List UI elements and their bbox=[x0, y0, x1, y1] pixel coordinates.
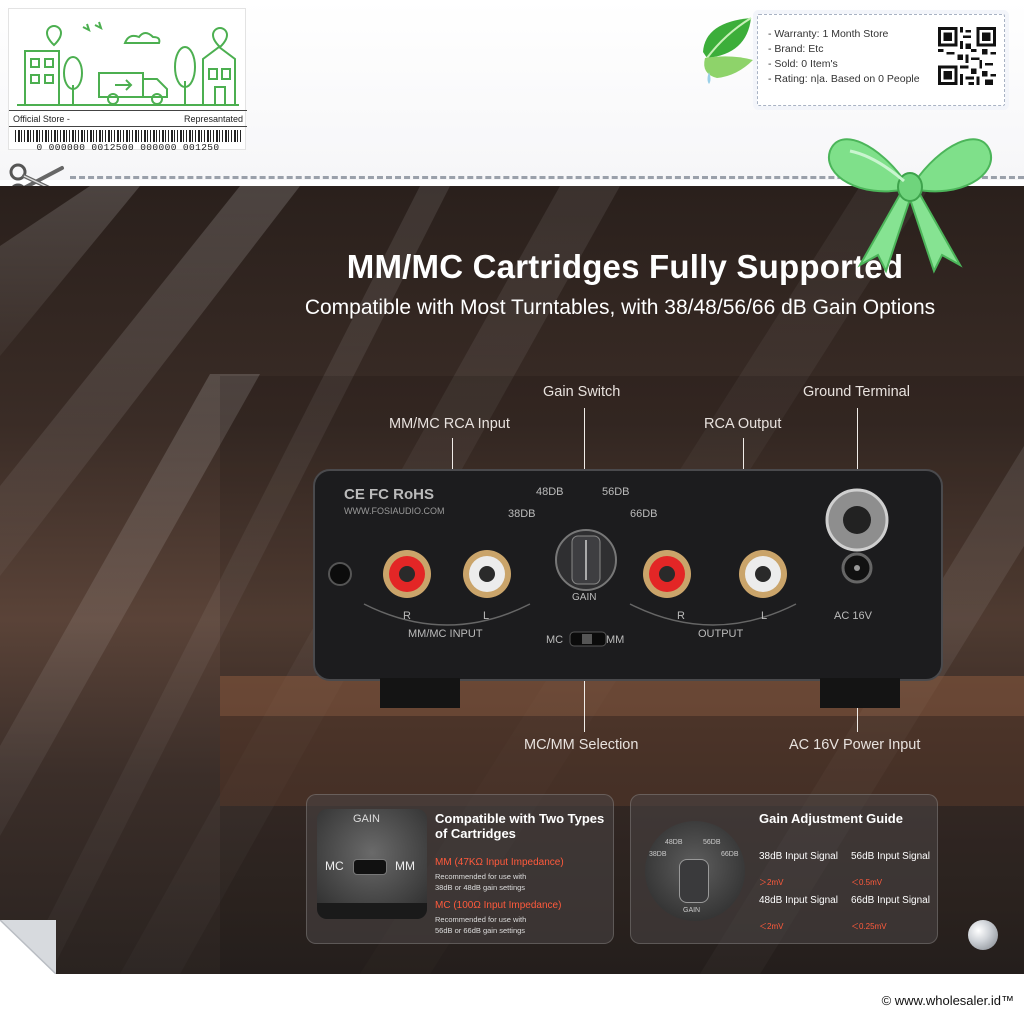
gain-56-signal-value: ＜0.5mV bbox=[851, 878, 883, 887]
mm-impedance-heading: MM (47KΩ Input Impedance) bbox=[435, 857, 564, 868]
gain-66-signal-value: ＜0.25mV bbox=[851, 922, 887, 931]
dial-66-label: 66DB bbox=[721, 851, 739, 858]
warranty-text: - Warranty: 1 Month Store bbox=[768, 28, 889, 40]
subheadline: Compatible with Most Turntables, with 38… bbox=[304, 296, 936, 319]
dial-48-label: 48DB bbox=[665, 839, 683, 846]
callout-mc-mm-selection: MC/MM Selection bbox=[524, 737, 639, 753]
leaf-droplet-icon bbox=[703, 17, 753, 84]
gain-dial-image: 48DB 56DB 38DB 66DB GAIN bbox=[645, 821, 745, 921]
feature-right-title: Gain Adjustment Guide bbox=[759, 811, 903, 826]
input-section-label: MM/MC INPUT bbox=[408, 628, 483, 640]
closeup-mc-label: MC bbox=[325, 859, 344, 873]
gain-66-signal-label: 66dB Input Signal bbox=[851, 895, 930, 906]
official-store-label: Official Store - bbox=[13, 113, 70, 124]
leader-line-selection bbox=[584, 646, 585, 732]
gain-dial-knob bbox=[679, 859, 709, 903]
closeup-base bbox=[317, 903, 427, 919]
gain-48-signal-label: 48dB Input Signal bbox=[759, 895, 838, 906]
brand-text: - Brand: Etc bbox=[768, 43, 824, 55]
device-website: WWW.FOSIAUDIO.COM bbox=[344, 506, 445, 516]
gain-56-signal-label: 56dB Input Signal bbox=[851, 851, 930, 862]
gain-knob-label: GAIN bbox=[572, 592, 597, 603]
feature-card-cartridges: GAIN MC MM Compatible with Two Types of … bbox=[306, 794, 614, 944]
green-ribbon-bow-icon bbox=[827, 138, 993, 274]
store-card: Official Store - Represantated 0 000000 … bbox=[8, 8, 247, 153]
cut-line-divider bbox=[70, 176, 1024, 179]
gain-38-signal-label: 38dB Input Signal bbox=[759, 851, 838, 862]
mc-note-line-1: Recommended for use with bbox=[435, 915, 527, 924]
leader-line-ground bbox=[857, 408, 858, 488]
leader-line-gain bbox=[584, 408, 585, 508]
barcode bbox=[15, 130, 241, 142]
dial-gain-label: GAIN bbox=[683, 907, 701, 914]
headline: MM/MC Cartridges Fully Supported bbox=[346, 248, 904, 285]
page-curl-icon bbox=[0, 920, 56, 974]
represented-label: Represantated bbox=[183, 113, 243, 124]
rating-text: - Rating: n|a. Based on 0 People bbox=[768, 73, 920, 85]
product-info-list: - Warranty: 1 Month Store - Brand: Etc -… bbox=[768, 27, 920, 87]
feature-left-title: Compatible with Two Types of Cartridges bbox=[435, 811, 605, 841]
certification-marks: CE FC RoHS bbox=[344, 486, 434, 503]
gain-48-label: 48DB bbox=[536, 486, 564, 498]
preamp-device-body bbox=[313, 469, 943, 708]
store-label-strip: Official Store - Represantated bbox=[9, 110, 247, 127]
dial-56-label: 56DB bbox=[703, 839, 721, 846]
product-info-card: - Warranty: 1 Month Store - Brand: Etc -… bbox=[757, 14, 1005, 106]
closeup-gain-label: GAIN bbox=[353, 813, 380, 825]
output-l-label: L bbox=[761, 610, 768, 622]
gain-66-label: 66DB bbox=[630, 508, 658, 520]
gain-38-label: 38DB bbox=[508, 508, 536, 520]
dial-38-label: 38DB bbox=[649, 851, 667, 858]
barcode-digits: 0 000000 0012500 000000 001250 bbox=[36, 142, 220, 153]
mc-note-line-2: 56dB or 66dB gain settings bbox=[435, 926, 526, 935]
product-panel: MM/MC Cartridges Fully Supported Compati… bbox=[0, 186, 1024, 974]
callout-gain-switch: Gain Switch bbox=[543, 384, 621, 400]
qr-code-icon bbox=[938, 27, 996, 85]
feature-card-gain-guide: 48DB 56DB 38DB 66DB GAIN Gain Adjustment… bbox=[630, 794, 938, 944]
chrome-ball-icon bbox=[968, 920, 998, 950]
gain-38-signal-value: ＞2mV bbox=[759, 878, 784, 887]
gain-48-signal-value: ＜2mV bbox=[759, 922, 784, 931]
callout-rca-output: RCA Output bbox=[704, 416, 782, 432]
closeup-switch bbox=[353, 859, 387, 875]
preamp-device: CE FC RoHS WWW.FOSIAUDIO.COM 38DB 48DB 5… bbox=[300, 456, 960, 716]
sold-text: - Sold: 0 Item's bbox=[768, 58, 838, 70]
callout-ground-terminal: Ground Terminal bbox=[803, 384, 910, 400]
store-banner: Official Store - Represantated 0 000000 … bbox=[0, 0, 1024, 201]
gain-56-label: 56DB bbox=[602, 486, 630, 498]
closeup-mm-label: MM bbox=[395, 859, 415, 873]
output-r-label: R bbox=[677, 610, 685, 622]
switch-closeup-image: GAIN MC MM bbox=[317, 809, 427, 919]
switch-mc-label: MC bbox=[546, 634, 564, 646]
switch-mm-label: MM bbox=[606, 634, 625, 646]
callout-rca-input: MM/MC RCA Input bbox=[389, 416, 510, 432]
copyright-text: © www.wholesaler.id™ bbox=[881, 993, 1014, 1008]
mc-impedance-heading: MC (100Ω Input Impedance) bbox=[435, 900, 562, 911]
mm-note-line-1: Recommended for use with bbox=[435, 872, 527, 881]
ac-16v-label: AC 16V bbox=[834, 610, 872, 622]
mm-note-line-2: 38dB or 48dB gain settings bbox=[435, 883, 526, 892]
output-section-label: OUTPUT bbox=[698, 628, 744, 640]
city-delivery-illustration-icon bbox=[17, 21, 239, 106]
input-l-label: L bbox=[483, 610, 490, 622]
input-r-label: R bbox=[403, 610, 411, 622]
callout-power-input: AC 16V Power Input bbox=[789, 737, 921, 753]
